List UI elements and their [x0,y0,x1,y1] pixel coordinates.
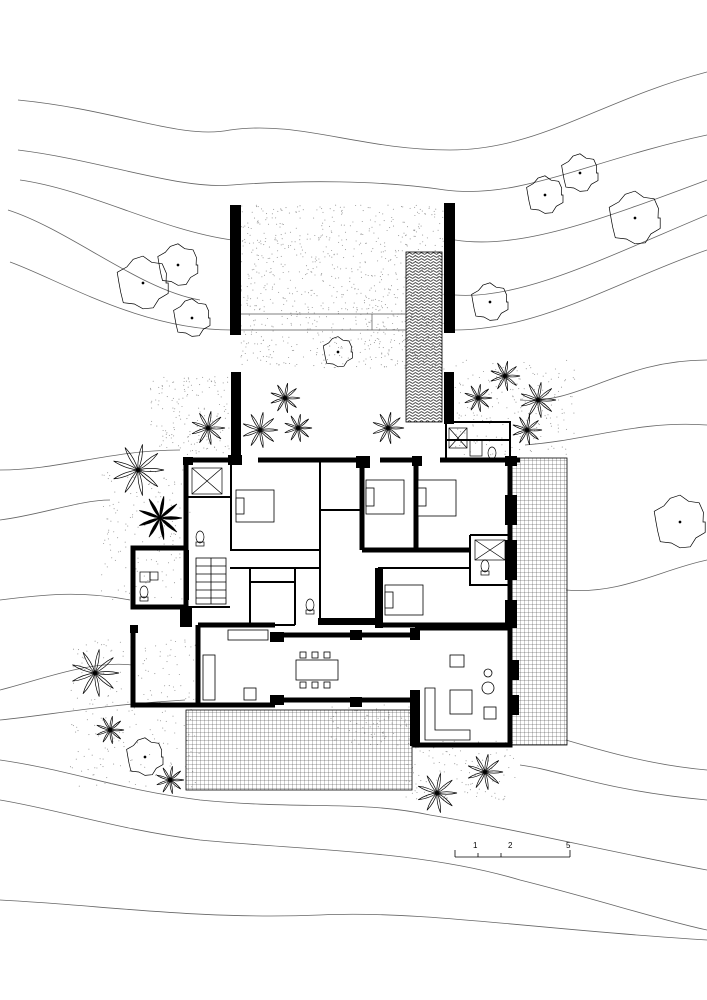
kitchen-counter [202,654,216,701]
house-plan [130,421,520,748]
courtyard-path [241,313,406,331]
sofa [424,687,471,741]
coffee-table [449,689,473,715]
scale-label-5: 5 [566,841,571,850]
trees [72,153,706,813]
stair [195,557,227,605]
courtyard-walls [230,203,455,460]
scale-label-2: 2 [508,841,513,850]
scale-label-1: 1 [473,841,478,850]
paved-terrace-bottom [185,709,413,791]
dining-table [295,659,339,681]
pool [405,251,443,423]
scale-bar [454,850,571,858]
paved-terrace-right [511,457,568,746]
terrain-contours [0,71,707,941]
